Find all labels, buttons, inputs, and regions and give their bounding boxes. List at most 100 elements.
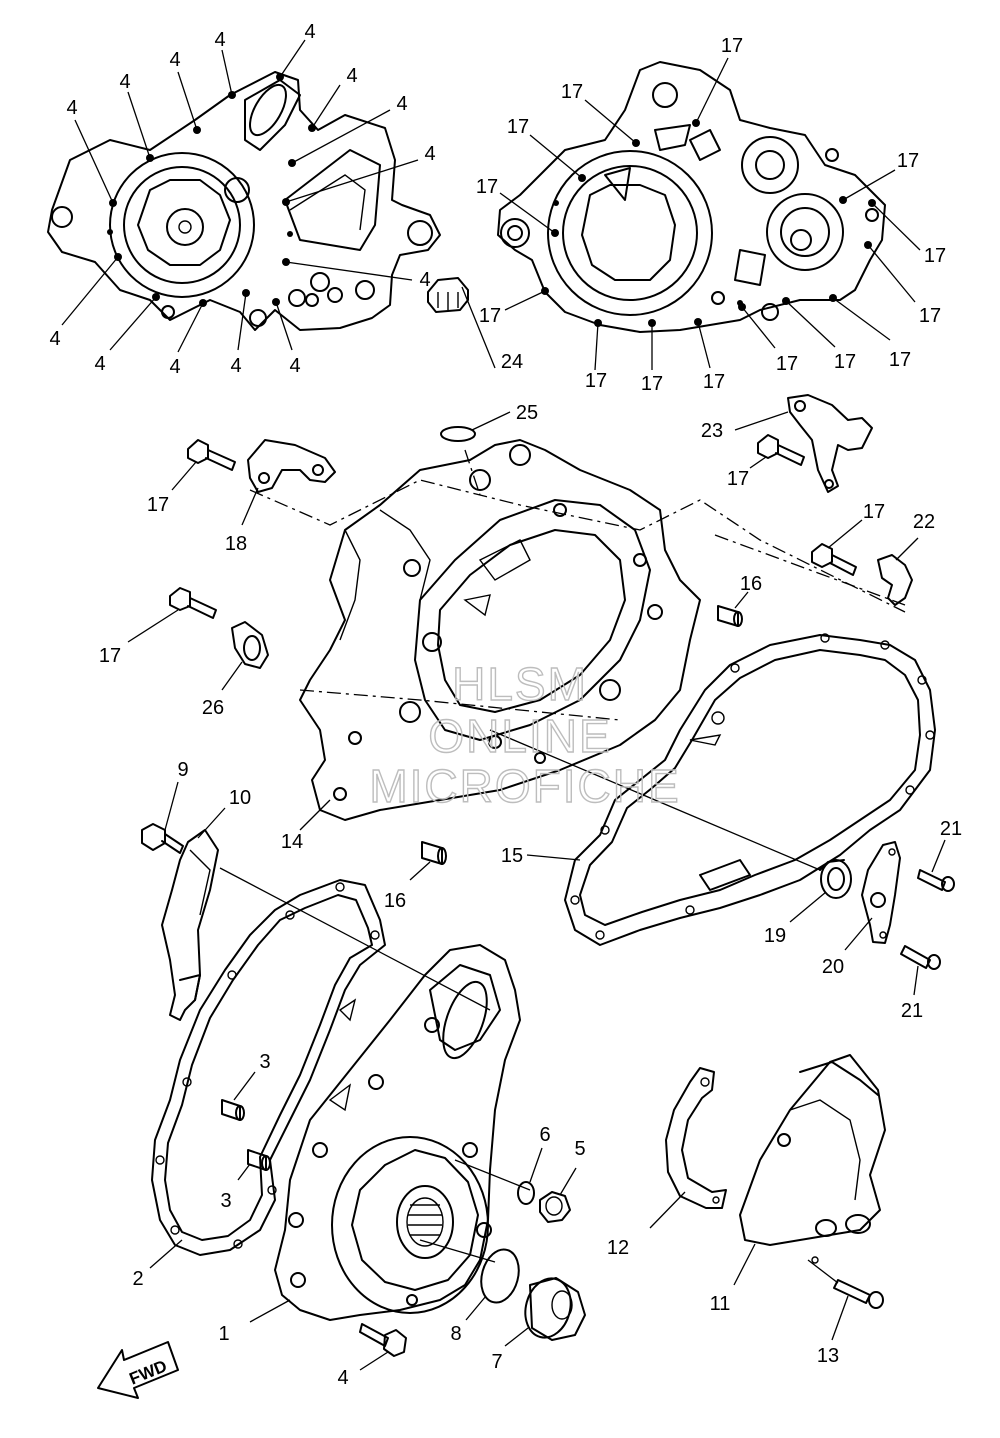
part-23-bracket: 23 xyxy=(701,394,873,493)
callout-23: 23 xyxy=(701,420,723,442)
part-13-bolt: 13 xyxy=(817,1279,884,1367)
part-7-cap: 7 xyxy=(491,1277,586,1373)
callout-9: 9 xyxy=(177,759,188,781)
axis-line xyxy=(489,729,821,871)
callout-8: 8 xyxy=(450,1323,461,1345)
part-10-chain-guide: 10 xyxy=(161,787,251,1021)
bolt-hole-marker xyxy=(287,231,293,237)
bolt-label: 17 xyxy=(889,349,911,371)
callout-16: 16 xyxy=(384,890,406,912)
bolt-label: 17 xyxy=(703,371,725,393)
axis-line xyxy=(454,1159,531,1191)
part-6-o-ring: 6 xyxy=(517,1124,551,1205)
callout-12: 12 xyxy=(607,1237,629,1259)
part-24-oil-plug: 24 xyxy=(427,277,523,373)
part-21-screw-b: 21 xyxy=(900,945,941,1022)
callout-17: 17 xyxy=(863,501,885,523)
part-4-bolt: 4 xyxy=(337,1323,407,1389)
bolt-label: 4 xyxy=(396,93,407,115)
part-17-bolt-b: 17 xyxy=(99,587,217,667)
bolt-label: 4 xyxy=(169,49,180,71)
callout-3: 3 xyxy=(259,1051,270,1073)
right-case-outline xyxy=(497,61,886,333)
callout-17: 17 xyxy=(99,645,121,667)
left-cover-bolt-map xyxy=(47,71,441,331)
callout-13: 13 xyxy=(817,1345,839,1367)
bolt-label: 4 xyxy=(230,355,241,377)
callout-17: 17 xyxy=(727,468,749,490)
bolt-label: 17 xyxy=(897,150,919,172)
callout-25: 25 xyxy=(516,402,538,424)
callout-18: 18 xyxy=(225,533,247,555)
callout-1: 1 xyxy=(218,1323,229,1345)
part-16-dowel-a: 16 xyxy=(717,573,762,627)
part-17-bolt-c: 17 xyxy=(727,434,805,490)
part-2-gasket: 2 xyxy=(132,879,386,1290)
callout-3: 3 xyxy=(220,1190,231,1212)
bolt-label: 17 xyxy=(834,351,856,373)
callout-15: 15 xyxy=(501,845,523,867)
bolt-label: 4 xyxy=(304,21,315,43)
callout-14: 14 xyxy=(281,831,303,853)
bolt-label: 17 xyxy=(479,305,501,327)
callout-20: 20 xyxy=(822,956,844,978)
right-bolt-callouts: 17 17 17 17 17 17 17 17 17 17 17 17 xyxy=(476,35,946,395)
bolt-label: 17 xyxy=(641,373,663,395)
bolt-hole-marker xyxy=(553,200,559,206)
part-25-o-ring: 25 xyxy=(440,402,538,442)
bolt-label: 17 xyxy=(919,305,941,327)
right-case-bolt-map xyxy=(497,61,886,333)
fwd-direction-arrow: FWD xyxy=(97,1341,179,1399)
bolt-label: 4 xyxy=(94,353,105,375)
part-11-sprocket-cover: 11 xyxy=(710,1054,886,1315)
callout-26: 26 xyxy=(202,697,224,719)
axis-line xyxy=(807,1259,839,1284)
axis-line xyxy=(219,867,491,1011)
part-3-dowel-b: 3 xyxy=(220,1149,271,1212)
callout-21: 21 xyxy=(901,1000,923,1022)
bolt-label: 4 xyxy=(119,71,130,93)
part-26-clip: 26 xyxy=(202,621,269,719)
bolt-label: 17 xyxy=(585,370,607,392)
callout-16: 16 xyxy=(740,573,762,595)
part-19-bearing: 19 xyxy=(764,859,852,947)
callout-5: 5 xyxy=(574,1138,585,1160)
axis-line xyxy=(419,1239,496,1263)
watermark-line-3: MICROFICHE xyxy=(369,760,680,812)
part-18-bracket: 18 xyxy=(225,439,336,555)
callout-11: 11 xyxy=(710,1293,731,1315)
watermark-line-1: HLSM xyxy=(452,658,588,710)
bolt-label: 4 xyxy=(419,269,430,291)
bolt-label: 4 xyxy=(214,29,225,51)
part-5-plug: 5 xyxy=(539,1138,586,1223)
callout-22: 22 xyxy=(913,511,935,533)
bolt-label: 17 xyxy=(776,353,798,375)
part-3-dowel-a: 3 xyxy=(221,1051,271,1121)
part-12-retainer: 12 xyxy=(607,1067,727,1259)
watermark-line-2: ONLINE xyxy=(428,710,611,762)
bolt-label: 17 xyxy=(507,116,529,138)
callout-10: 10 xyxy=(229,787,251,809)
bolt-label: 4 xyxy=(346,65,357,87)
part-16-dowel-b: 16 xyxy=(384,841,447,912)
fwd-label: FWD xyxy=(127,1356,170,1388)
callout-2: 2 xyxy=(132,1268,143,1290)
right-case-bore xyxy=(547,150,713,316)
part-22-clip: 22 xyxy=(877,511,935,606)
bolt-label: 4 xyxy=(169,356,180,378)
bolt-label: 4 xyxy=(289,355,300,377)
assembly-center-lines xyxy=(249,449,906,721)
part-9-bolt: 9 xyxy=(141,759,189,854)
callout-6: 6 xyxy=(539,1124,550,1146)
left-cover-round-boss xyxy=(109,152,255,298)
part-21-screw-a: 21 xyxy=(917,818,962,892)
bolt-label: 4 xyxy=(66,97,77,119)
bolt-label: 17 xyxy=(561,81,583,103)
watermark: HLSM ONLINE MICROFICHE xyxy=(369,657,680,812)
part-8-o-ring: 8 xyxy=(450,1248,520,1345)
left-bolt-callouts: 4 4 4 4 4 4 4 4 4 4 4 4 xyxy=(49,21,435,378)
part-1-outer-cover: 1 xyxy=(218,944,521,1345)
callout-4: 4 xyxy=(337,1367,348,1389)
callout-7: 7 xyxy=(491,1351,502,1373)
